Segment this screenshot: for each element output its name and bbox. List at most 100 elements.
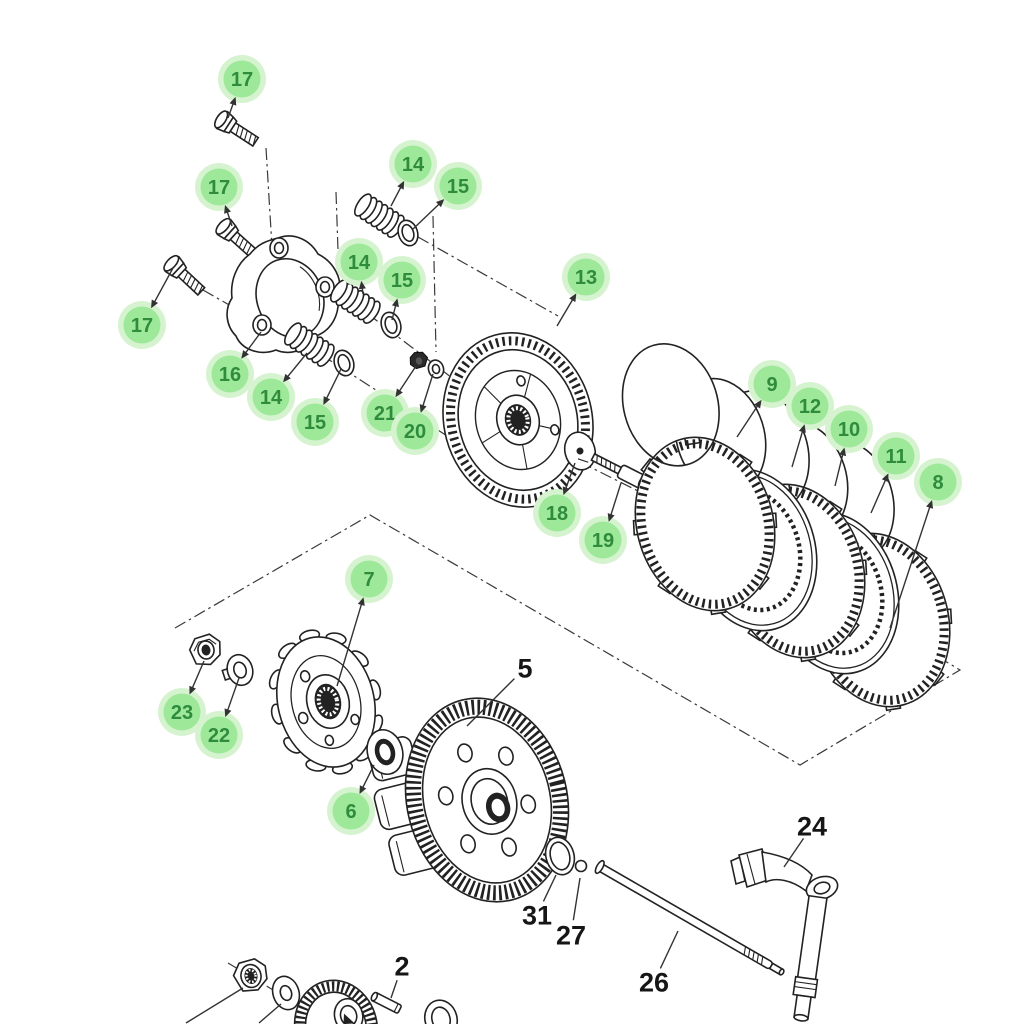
part-callout-15[interactable]: 15 (378, 256, 426, 321)
callout-number: 10 (838, 419, 860, 441)
part-callout-15[interactable]: 15 (291, 368, 342, 446)
callout-arrowhead-icon (224, 205, 231, 214)
callout-arrowhead-icon (419, 404, 427, 413)
callout-circle (252, 378, 290, 416)
part-callout-12[interactable]: 12 (786, 382, 834, 468)
callout-number: 14 (260, 387, 283, 409)
callout-arrowhead-icon (839, 447, 847, 457)
part-callout-10[interactable]: 10 (825, 405, 873, 487)
callout-number: 16 (219, 364, 241, 386)
callout-arrowhead-icon (607, 513, 615, 522)
part-spring-seat-15-c (330, 346, 358, 380)
part-label-24[interactable]: 24 (783, 812, 827, 868)
part-bottom-collar (423, 999, 459, 1024)
callout-circle (211, 355, 249, 393)
part-callout-17[interactable]: 17 (118, 267, 174, 349)
callout-number: 17 (131, 315, 153, 337)
part-label-2[interactable]: 2 (390, 952, 410, 999)
callout-circle (753, 365, 791, 403)
callout-number: 11 (885, 446, 906, 468)
part-callout-14[interactable]: 14 (335, 238, 383, 295)
callout-number: 15 (447, 176, 469, 198)
callout-number: 19 (592, 530, 614, 552)
callout-circle (396, 412, 434, 450)
callout-circle (383, 261, 421, 299)
part-ring-31 (544, 836, 576, 876)
part-dowel-pin-2 (370, 991, 402, 1014)
part-callout-8[interactable]: 8 (889, 458, 962, 629)
offscreen-leader-stubs (185, 987, 282, 1024)
part-washer-20 (427, 359, 445, 379)
callout-arrowhead-icon (881, 473, 889, 483)
part-push-lever-24 (730, 848, 839, 1022)
part-label-27[interactable]: 27 (556, 877, 586, 951)
part-callout-17[interactable]: 17 (218, 55, 266, 119)
part-label-26[interactable]: 26 (639, 930, 679, 998)
callout-circle (332, 792, 370, 830)
part-callout-14[interactable]: 14 (247, 352, 308, 421)
callout-arrowhead-icon (189, 685, 197, 695)
part-callout-6[interactable]: 6 (327, 764, 375, 835)
callout-number: 13 (575, 267, 597, 289)
callout-arrowhead-icon (359, 785, 367, 795)
callout-arrowhead-icon (397, 180, 405, 190)
callout-circle (919, 463, 957, 501)
callout-leader-line (466, 678, 515, 727)
part-callout-13[interactable]: 13 (556, 253, 610, 327)
callout-arrowhead-icon (435, 199, 445, 208)
part-ball-27 (574, 859, 588, 873)
part-primary-gear (293, 979, 379, 1024)
callout-circle (584, 521, 622, 559)
part-callout-18[interactable]: 18 (533, 462, 581, 537)
callout-circle (394, 145, 432, 183)
callout-arrowhead-icon (358, 280, 366, 290)
callout-arrowhead-icon (391, 298, 399, 308)
callout-circle (567, 258, 605, 296)
part-washer-18 (563, 431, 597, 471)
part-label-31[interactable]: 31 (522, 874, 557, 931)
part-callout-14[interactable]: 14 (389, 140, 437, 207)
part-callout-15[interactable]: 15 (412, 162, 482, 230)
part-callout-22[interactable]: 22 (195, 677, 243, 759)
callout-circle (223, 60, 261, 98)
callout-number: 12 (799, 396, 821, 418)
part-callout-19[interactable]: 19 (579, 482, 627, 564)
callout-arrowhead-icon (151, 299, 159, 309)
part-bottom-nut (232, 958, 268, 992)
callout-number: 17 (231, 69, 253, 91)
callout-number: 20 (404, 421, 426, 443)
callout-number: 6 (345, 801, 356, 823)
part-callout-20[interactable]: 20 (391, 373, 439, 455)
callout-circle (877, 437, 915, 475)
part-label-5[interactable]: 5 (466, 654, 533, 727)
part-push-rod-26 (594, 859, 785, 976)
part-callout-16[interactable]: 16 (206, 331, 262, 398)
callout-arrowhead-icon (283, 373, 291, 383)
part-spring-seat-15-b (377, 308, 405, 342)
callout-arrowhead-icon (323, 396, 331, 405)
part-pressure-cover-16 (226, 235, 341, 354)
callout-circle (439, 167, 477, 205)
callout-leader-line (572, 877, 581, 921)
part-callout-23[interactable]: 23 (158, 660, 206, 736)
part-lock-washer-22 (221, 653, 254, 687)
callout-arrowhead-icon (357, 597, 365, 606)
plate-group-frame (174, 514, 962, 766)
callout-number: 14 (402, 154, 425, 176)
part-callout-11[interactable]: 11 (870, 432, 920, 514)
callout-arrowhead-icon (562, 486, 570, 496)
callout-circle (340, 243, 378, 281)
callout-number: 21 (374, 403, 396, 425)
part-bolt-17-a (211, 107, 262, 151)
part-callout-9[interactable]: 9 (736, 360, 796, 438)
callout-arrowhead-icon (569, 293, 577, 303)
callout-layer: 17 17 17 14 15 14 15 13 16 14 15 21 20 18 19 912 10 118 7 2… (118, 55, 962, 999)
part-callout-7[interactable]: 7 (336, 555, 393, 687)
part-callout-17[interactable]: 17 (195, 163, 243, 227)
part-thrust-washer-6 (366, 728, 404, 776)
callout-number: 15 (391, 270, 413, 292)
callout-number: 17 (208, 177, 230, 199)
callout-circle (350, 560, 388, 598)
callout-circle (123, 306, 161, 344)
